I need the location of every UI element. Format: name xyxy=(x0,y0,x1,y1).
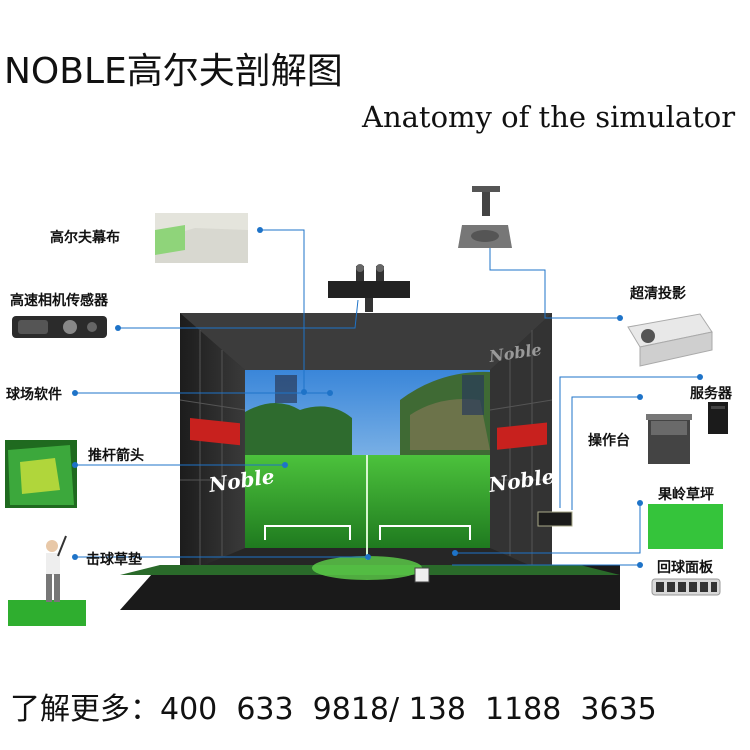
camera-sensor-icon xyxy=(12,316,107,338)
contact-footer: 了解更多：400 633 9818/ 138 1188 3635 xyxy=(10,692,657,727)
grass-swatch-icon xyxy=(648,504,723,549)
leader-lines xyxy=(75,229,700,566)
hitting-area xyxy=(120,556,620,583)
projection-screen xyxy=(245,370,490,560)
label-fairway: 果岭草坪 xyxy=(658,487,714,503)
ball-tray xyxy=(414,567,430,583)
label-projector: 超清投影 xyxy=(630,286,686,302)
leader-dots xyxy=(72,227,703,568)
ceiling-projector-icon xyxy=(458,186,512,248)
putting-arrow-thumbnail-icon xyxy=(5,440,77,508)
golfer-icon xyxy=(8,535,86,626)
screen-thumbnail-icon xyxy=(155,213,248,263)
sensor-box-icon xyxy=(537,511,573,527)
label-server: 服务器 xyxy=(690,386,732,402)
label-screen: 高尔夫幕布 xyxy=(50,230,120,246)
projector-icon xyxy=(627,313,713,367)
label-console: 操作台 xyxy=(588,433,630,449)
label-hitting-mat: 击球草垫 xyxy=(86,552,142,568)
page-subtitle: Anatomy of the simulator xyxy=(362,100,736,134)
label-putting-arrow: 推杆箭头 xyxy=(88,448,144,464)
server-icon xyxy=(708,402,728,434)
console-icon xyxy=(646,414,692,464)
label-camera: 高速相机传感器 xyxy=(10,293,108,309)
label-software: 球场软件 xyxy=(6,387,62,403)
button-panel-icon xyxy=(651,578,721,596)
label-return-panel: 回球面板 xyxy=(657,560,713,576)
ceiling-camera-icon xyxy=(328,264,410,312)
page-title: NOBLE高尔夫剖解图 xyxy=(4,51,343,92)
